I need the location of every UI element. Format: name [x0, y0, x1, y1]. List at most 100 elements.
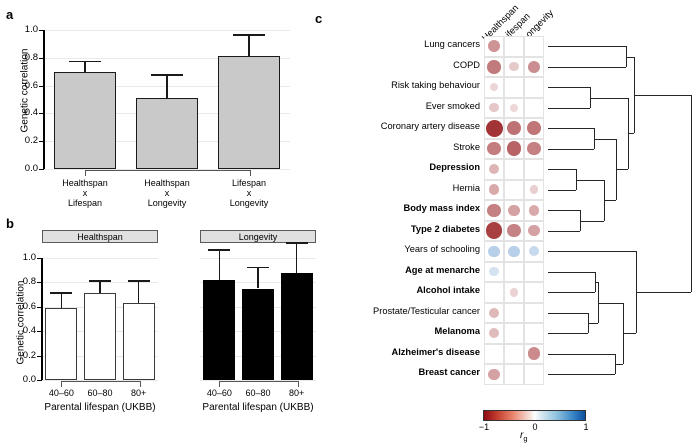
panel-b-bar	[84, 293, 116, 380]
panel-a-errorbar-vertical	[84, 60, 86, 72]
panel-c-cell	[524, 159, 544, 180]
panel-c-dendrogram-link	[548, 128, 594, 130]
panel-a-ytick: 0.2	[24, 135, 38, 147]
legend-tick-max: 1	[583, 422, 589, 432]
panel-c-dot	[527, 142, 541, 156]
panel-a-gridline	[44, 57, 290, 59]
panel-c-dot	[506, 141, 522, 157]
panel-b-errorbar-vertical	[99, 279, 101, 294]
panel-c-cell	[504, 179, 524, 200]
panel-c-dendrogram-link	[548, 271, 595, 273]
panel-c-dot	[488, 368, 500, 380]
panel-c-dendrogram-link	[548, 292, 595, 294]
panel-b-ytick: 0.8	[22, 276, 36, 288]
panel-b-ytick: 1.0	[22, 252, 36, 263]
panel-c-dendrogram-link	[548, 374, 615, 376]
panel-b-facet-longevity	[200, 242, 316, 381]
panel-c-dendrogram-link	[548, 87, 590, 89]
panel-b-ytick: 0.0	[22, 374, 36, 385]
panel-a-ytick-mark	[39, 113, 44, 115]
panel-c-cell	[524, 261, 544, 282]
panel-c-dendrogram-link	[548, 189, 576, 191]
panel-b-gridline	[200, 258, 316, 259]
panel-c-cell	[524, 36, 544, 57]
panel-c-dendrogram-link	[590, 97, 628, 99]
panel-c-dot	[488, 245, 500, 257]
panel-c-dendrogram-link	[623, 333, 636, 335]
panel-a-gridline	[44, 169, 290, 170]
panel-b-gridline	[42, 258, 158, 259]
panel-a-errorbar-vertical	[248, 34, 250, 57]
panel-c-row-label: Breast cancer	[418, 367, 480, 378]
panel-a-category-bracket	[85, 170, 251, 176]
panel-c-row-label: COPD	[453, 59, 480, 70]
panel-b-errorbar-vertical	[295, 242, 298, 273]
panel-c-dendrogram-link	[628, 133, 634, 135]
panel-c-cell	[504, 159, 524, 180]
panel-c-dendrogram-link	[595, 282, 598, 284]
panel-c-dendrogram-link	[580, 220, 604, 222]
panel-c-cell	[504, 364, 524, 385]
panel-c-row-label: Lung cancers	[424, 39, 480, 50]
panel-c-dot	[489, 307, 499, 318]
panel-c-dendrogram-link	[588, 323, 598, 325]
panel-c-cell	[504, 302, 524, 323]
panel-c-dot	[488, 164, 500, 175]
panel-b-xlabel: Parental lifespan (UKBB)	[202, 402, 314, 413]
panel-b-category-bracket	[219, 381, 299, 387]
panel-b-errorbar-cap	[127, 279, 150, 282]
panel-b-ytick-mark	[37, 258, 42, 259]
panel-a-ytick-mark	[39, 141, 44, 143]
panel-c-row-label: Hernia	[452, 182, 480, 193]
panel-b-xtick-label: 60–80	[87, 388, 113, 398]
panel-c-dendrogram-link	[626, 56, 634, 58]
panel-c-dot	[489, 267, 499, 277]
panel-b-gridline	[200, 380, 316, 381]
panel-a-errorbar-vertical	[166, 74, 168, 99]
panel-c-dot	[527, 121, 541, 136]
panel-b-letter: b	[6, 216, 14, 231]
panel-b-errorbar-cap	[50, 292, 73, 294]
panel-b-category-bracket	[61, 381, 141, 387]
panel-c-dot	[489, 328, 499, 339]
panel-c-cell	[484, 343, 504, 364]
panel-b-strip-longevity: Longevity	[200, 230, 316, 243]
legend-title-main: r	[520, 430, 524, 441]
panel-c-row-label: Depression	[429, 162, 480, 173]
panel-c-dendrogram-link	[548, 66, 626, 68]
panel-c-dendrogram-link	[548, 353, 615, 355]
panel-c-dendrogram-link	[548, 169, 576, 171]
panel-c-dot	[485, 222, 503, 240]
panel-c-dot	[487, 203, 501, 217]
panel-c-dot	[488, 184, 500, 196]
panel-c-cell	[524, 364, 544, 385]
legend-tick-min: −1	[478, 422, 490, 432]
panel-a-ytick: 1.0	[24, 24, 38, 35]
panel-b-ytick-mark	[37, 282, 42, 284]
panel-a-ytick: 0.6	[24, 79, 38, 91]
panel-a-errorbar-cap	[69, 60, 101, 63]
panel-c-cell	[504, 261, 524, 282]
panel-c-dot	[489, 103, 499, 113]
panel-c-row-label: Alcohol intake	[416, 285, 480, 296]
panel-b-errorbar-cap	[247, 266, 269, 269]
legend-tick-mid: 0	[532, 422, 538, 432]
panel-c-dot	[485, 119, 503, 137]
panel-a-ytick-mark	[39, 57, 44, 59]
panel-b-ytick-mark	[37, 355, 42, 357]
panel-b-ytick: 0.4	[22, 325, 36, 337]
panel-c-row-label: Ever smoked	[425, 100, 480, 111]
panel-a-gridline	[44, 30, 290, 31]
panel-a-ytick-mark	[39, 85, 44, 87]
panel-c-dendrogram-link	[548, 46, 626, 48]
panel-c-dot	[489, 83, 499, 92]
panel-c-cell	[504, 323, 524, 344]
panel-c-dot	[487, 40, 501, 53]
panel-c-dot	[508, 245, 520, 257]
panel-c-dot	[507, 121, 521, 136]
panel-b-ytick-mark	[37, 380, 42, 381]
